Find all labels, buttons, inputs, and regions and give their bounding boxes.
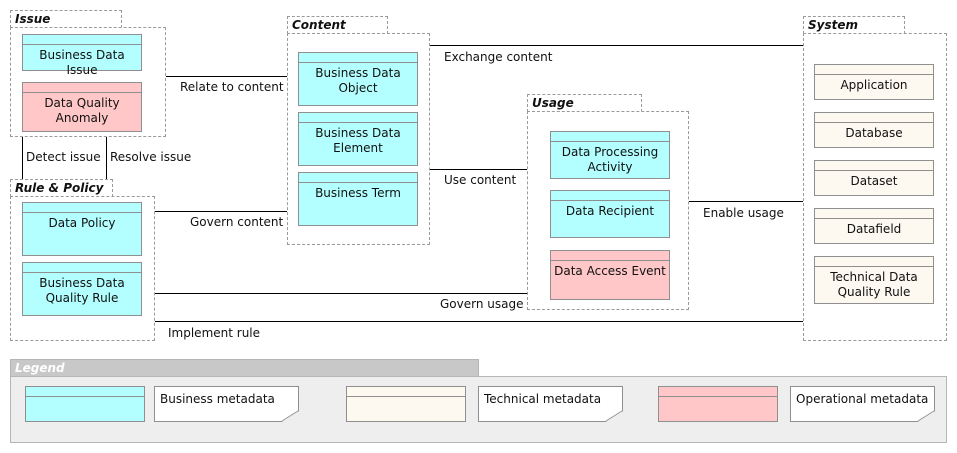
element-technical-data-quality-rule[interactable]: Technical Data Quality Rule <box>814 256 934 304</box>
connector-govern-usage <box>155 293 527 294</box>
label-enable-usage: Enable usage <box>703 206 784 220</box>
label-use-content: Use content <box>444 173 517 187</box>
element-application[interactable]: Application <box>814 64 934 100</box>
connector-govern-content <box>155 211 287 212</box>
connector-detect-issue <box>22 137 23 179</box>
element-data-processing-activity[interactable]: Data Processing Activity <box>550 131 670 179</box>
legend-note-technical: Technical metadata <box>478 386 623 422</box>
element-database[interactable]: Database <box>814 112 934 148</box>
connector-implement-rule <box>155 321 803 322</box>
element-dataset[interactable]: Dataset <box>814 160 934 196</box>
element-data-recipient[interactable]: Data Recipient <box>550 190 670 238</box>
package-system-tab: System <box>803 16 905 34</box>
element-data-access-event[interactable]: Data Access Event <box>550 250 670 300</box>
element-business-term[interactable]: Business Term <box>298 172 418 226</box>
connector-relate-to-content <box>166 76 287 77</box>
element-business-data-element[interactable]: Business Data Element <box>298 112 418 166</box>
element-data-quality-anomaly[interactable]: Data Quality Anomaly <box>22 82 142 132</box>
label-resolve-issue: Resolve issue <box>110 150 192 164</box>
element-business-data-quality-rule[interactable]: Business Data Quality Rule <box>22 262 142 316</box>
connector-exchange-content <box>430 45 803 46</box>
legend-note-operational: Operational metadata <box>790 386 935 422</box>
legend-swatch-business <box>25 386 145 422</box>
label-govern-usage: Govern usage <box>440 297 524 311</box>
label-exchange-content: Exchange content <box>444 50 553 64</box>
connector-resolve-issue <box>106 137 107 179</box>
connector-use-content <box>430 169 527 170</box>
element-business-data-object[interactable]: Business Data Object <box>298 52 418 106</box>
element-business-data-issue[interactable]: Business Data Issue <box>22 34 142 77</box>
legend-tab: Legend <box>10 359 479 377</box>
label-detect-issue: Detect issue <box>26 150 101 164</box>
legend-swatch-operational <box>658 386 778 422</box>
element-data-policy[interactable]: Data Policy <box>22 202 142 256</box>
label-relate-to-content: Relate to content <box>180 80 284 94</box>
package-issue-tab: Issue <box>10 10 122 28</box>
package-rule-policy-tab: Rule & Policy <box>10 179 113 197</box>
package-usage-tab: Usage <box>527 94 642 112</box>
label-govern-content: Govern content <box>190 215 284 229</box>
legend-note-business: Business metadata <box>154 386 299 422</box>
package-content-tab: Content <box>287 16 388 34</box>
element-datafield[interactable]: Datafield <box>814 208 934 244</box>
connector-enable-usage <box>689 201 803 202</box>
legend-swatch-technical <box>346 386 466 422</box>
label-implement-rule: Implement rule <box>168 326 261 340</box>
